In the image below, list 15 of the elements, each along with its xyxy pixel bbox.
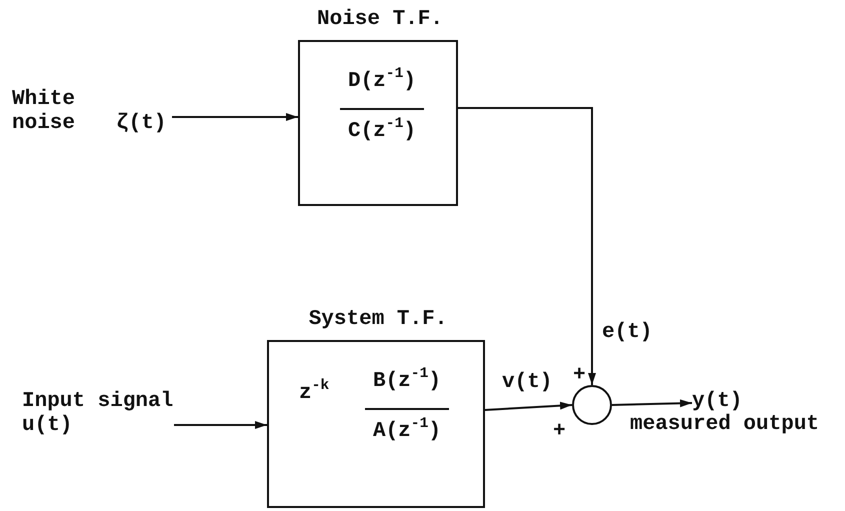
sign-label: +: [573, 364, 586, 388]
arrow: [458, 107, 596, 385]
sign-label: +: [553, 420, 566, 444]
signal-label: ζ(t): [116, 112, 166, 136]
input-label: Input signal u(t): [22, 390, 174, 438]
arrow: [172, 113, 298, 121]
block-title: Noise T.F.: [316, 8, 444, 32]
output-caption: measured output: [630, 413, 820, 437]
summing-junction: [572, 385, 612, 425]
output-label: y(t): [692, 390, 742, 414]
arrow: [484, 402, 572, 411]
arrow: [174, 421, 267, 429]
arrow: [612, 399, 692, 408]
block-title: System T.F.: [308, 308, 448, 332]
input-label: White noise: [12, 88, 76, 136]
